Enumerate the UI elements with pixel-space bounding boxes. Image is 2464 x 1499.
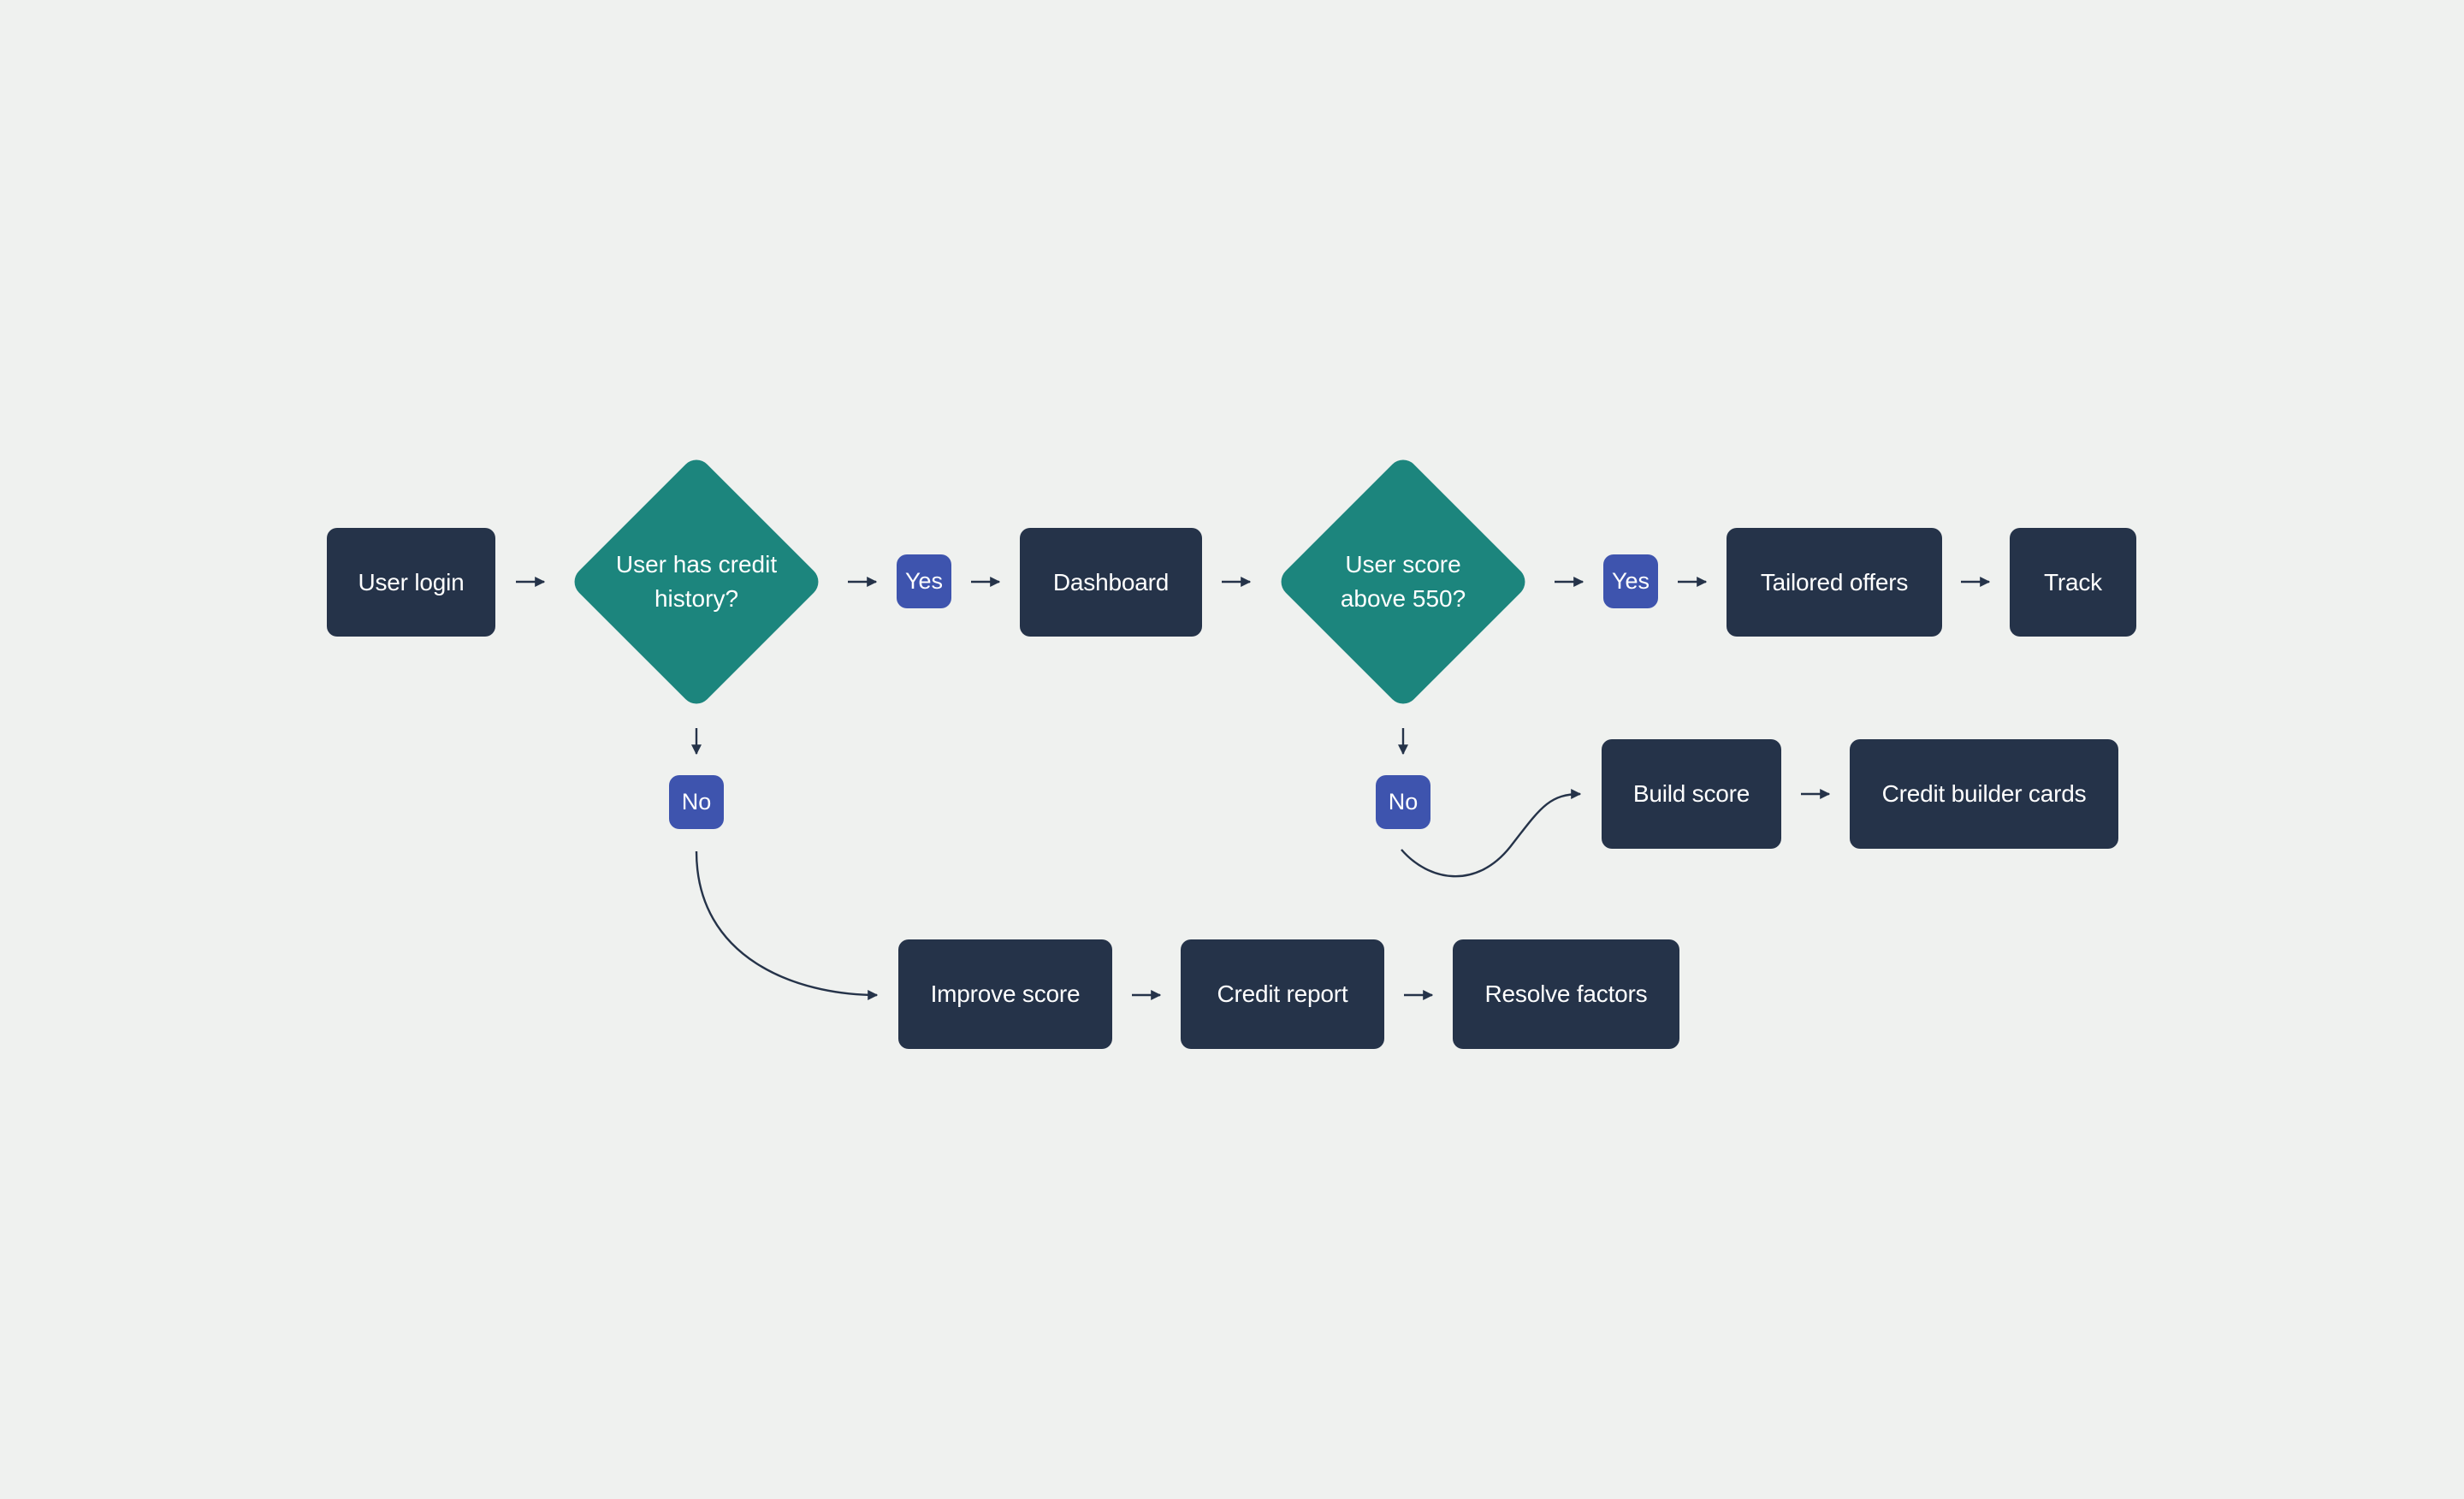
credit-history-yes-badge: Yes bbox=[897, 554, 951, 608]
track-node: Track bbox=[2010, 528, 2136, 637]
resolve-factors-node: Resolve factors bbox=[1453, 939, 1679, 1049]
score-threshold-line1: User score bbox=[1345, 551, 1461, 578]
score-threshold-line2: above 550? bbox=[1340, 585, 1466, 612]
build-score-node: Build score bbox=[1602, 739, 1781, 849]
arrow-no-to-improve-score bbox=[695, 850, 879, 1000]
credit-history-line1: User has credit bbox=[615, 551, 778, 578]
credit-builder-cards-node: Credit builder cards bbox=[1850, 739, 2118, 849]
dashboard-node: Dashboard bbox=[1020, 528, 1202, 637]
user-login-node: User login bbox=[327, 528, 495, 637]
tailored-offers-node: Tailored offers bbox=[1727, 528, 1942, 637]
credit-history-decision-label: User has credit history? bbox=[585, 539, 808, 625]
arrow-no-to-build-score bbox=[1401, 789, 1582, 878]
credit-history-line2: history? bbox=[654, 585, 739, 612]
score-threshold-decision-label: User score above 550? bbox=[1292, 539, 1514, 625]
score-no-badge: No bbox=[1376, 775, 1430, 829]
credit-history-no-badge: No bbox=[669, 775, 724, 829]
improve-score-node: Improve score bbox=[898, 939, 1112, 1049]
score-yes-badge: Yes bbox=[1603, 554, 1658, 608]
credit-report-node: Credit report bbox=[1181, 939, 1384, 1049]
